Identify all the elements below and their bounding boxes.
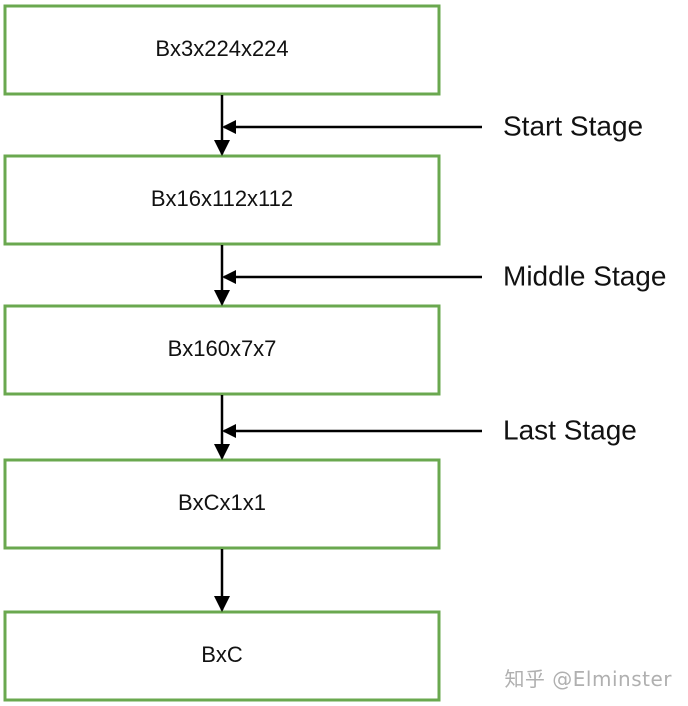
box-start-output-label: Bx16x112x112: [151, 186, 293, 211]
box-final-output: BxC: [3, 610, 441, 702]
box-last-output-label: BxCx1x1: [178, 490, 266, 515]
box-middle-output-label: Bx160x7x7: [168, 336, 277, 361]
stage-label-last: Last Stage: [503, 414, 637, 445]
box-last-output: BxCx1x1: [3, 458, 441, 550]
box-start-output: Bx16x112x112: [3, 154, 441, 246]
watermark: 知乎 @Elminster: [504, 667, 672, 691]
stage-label-start: Start Stage: [503, 110, 643, 141]
box-middle-output: Bx160x7x7: [3, 304, 441, 396]
box-input: Bx3x224x224: [3, 4, 441, 96]
stage-label-middle: Middle Stage: [503, 260, 666, 291]
box-input-label: Bx3x224x224: [155, 36, 288, 61]
box-final-output-label: BxC: [201, 642, 243, 667]
